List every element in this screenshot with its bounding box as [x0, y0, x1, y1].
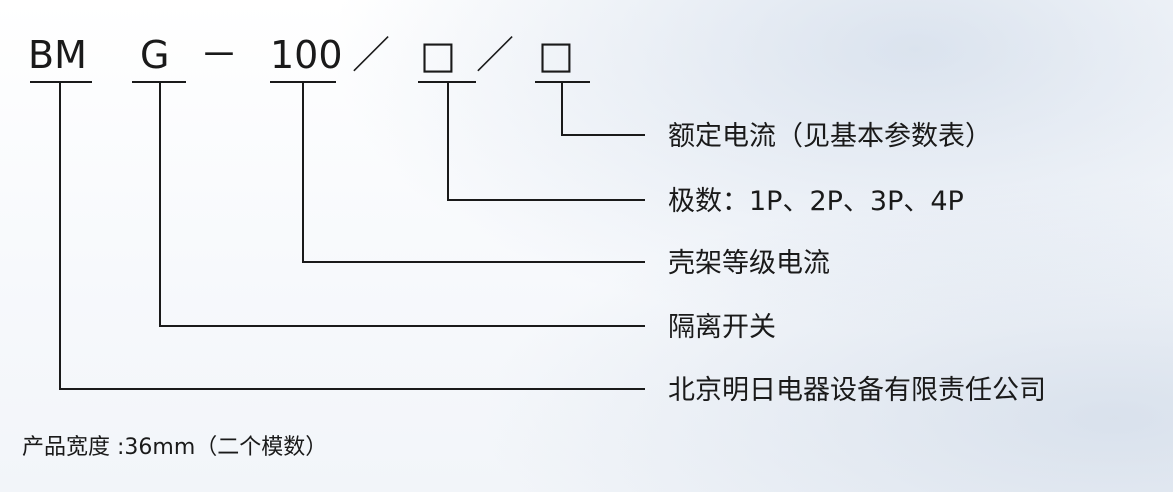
leader-rated-current — [561, 82, 645, 136]
leader-manufacturer — [59, 82, 645, 390]
product-width-note: 产品宽度 :36mm（二个模数） — [22, 435, 327, 460]
code-placeholder-2: □ — [538, 33, 574, 77]
code-part-dash: － — [200, 33, 238, 77]
desc-frame-current: 壳架等级电流 — [668, 248, 830, 279]
desc-poles: 极数：1P、2P、3P、4P — [668, 186, 964, 217]
code-part-bm: BM — [28, 33, 87, 77]
desc-rated-current: 额定电流（见基本参数表） — [668, 121, 992, 152]
desc-manufacturer: 北京明日电器设备有限责任公司 — [668, 375, 1046, 406]
desc-isolating-switch: 隔离开关 — [668, 312, 776, 343]
leader-isolating-switch — [159, 82, 645, 327]
code-slash-2: ／ — [476, 33, 514, 77]
code-slash-1: ／ — [352, 33, 390, 77]
code-placeholder-1: □ — [420, 33, 456, 77]
code-part-g: G — [140, 33, 169, 77]
leader-frame-current — [302, 82, 645, 263]
code-part-current: 100 — [270, 33, 343, 77]
leader-poles — [447, 82, 645, 201]
